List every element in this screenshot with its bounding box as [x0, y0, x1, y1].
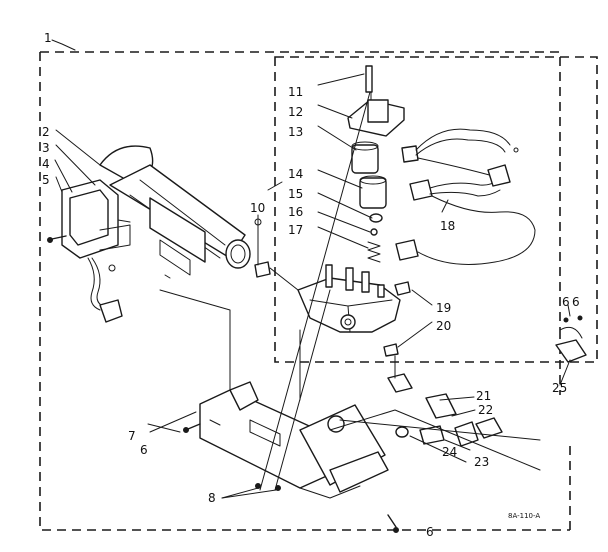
label-5: 5	[42, 173, 50, 187]
label-1: 1	[44, 31, 52, 45]
label-6-right-a: 6	[562, 295, 570, 309]
drawing-code: 8A-110-A	[508, 512, 540, 520]
valve-subassembly-box	[274, 56, 598, 363]
igniter-parts	[387, 373, 503, 447]
label-17: 17	[288, 223, 303, 237]
valve-body	[254, 261, 411, 357]
label-6-right-b: 6	[572, 295, 580, 309]
label-6-bottom: 6	[426, 525, 434, 539]
clamp	[555, 315, 587, 363]
label-25: 25	[552, 381, 567, 395]
burner-assembly	[47, 145, 251, 323]
label-2: 2	[42, 125, 50, 139]
label-19: 19	[436, 301, 451, 315]
label-4: 4	[42, 157, 50, 171]
wire-harness	[395, 128, 536, 265]
callout-labels: 1 2 3 4 5 6 6 6 6 7 8 10 11 12 13 14 15 …	[42, 31, 580, 539]
label-14: 14	[288, 167, 303, 181]
label-21: 21	[476, 389, 491, 403]
label-11: 11	[288, 85, 303, 99]
label-22: 22	[478, 403, 493, 417]
label-12: 12	[288, 105, 303, 119]
valve-stack	[347, 65, 405, 263]
mounting-plate	[199, 381, 389, 499]
label-23: 23	[474, 455, 489, 469]
label-24: 24	[442, 445, 457, 459]
label-20: 20	[436, 319, 451, 333]
label-7: 7	[128, 429, 136, 443]
leader-lines	[54, 73, 571, 499]
label-8: 8	[208, 491, 216, 505]
label-3: 3	[42, 141, 50, 155]
label-13: 13	[288, 125, 303, 139]
label-6-left: 6	[140, 443, 148, 457]
label-15: 15	[288, 187, 303, 201]
label-10: 10	[250, 201, 265, 215]
label-18: 18	[440, 219, 455, 233]
fasteners	[183, 218, 399, 533]
label-16: 16	[288, 205, 303, 219]
